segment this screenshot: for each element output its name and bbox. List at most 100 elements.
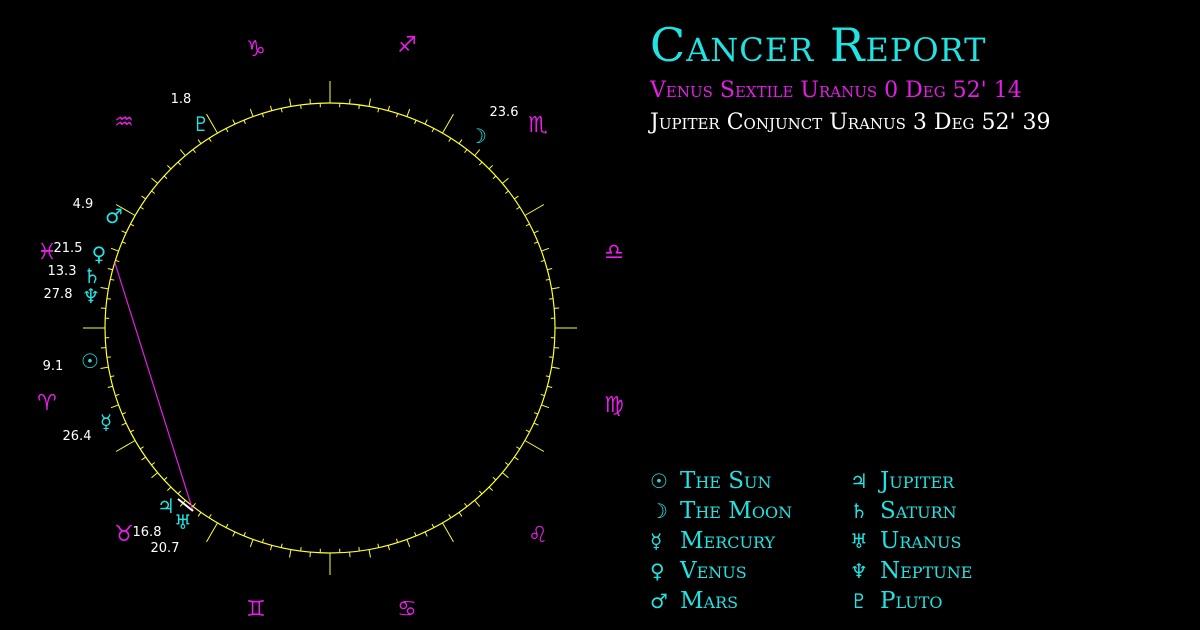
degree-tick-minor bbox=[208, 137, 212, 142]
degree-tick-minor bbox=[115, 393, 120, 397]
neptune-icon: ♆ bbox=[850, 559, 868, 583]
degree-tick bbox=[121, 230, 127, 234]
degree-tick-minor bbox=[261, 538, 265, 543]
degree-tick-minor bbox=[431, 523, 435, 528]
mercury-icon: ☿ bbox=[100, 410, 112, 434]
uranus-icon: ♅ bbox=[174, 510, 192, 534]
uranus-icon: ♅ bbox=[850, 529, 868, 553]
degree-tick bbox=[110, 247, 119, 252]
degree-tick bbox=[474, 149, 481, 156]
legend-label: Neptune bbox=[880, 558, 973, 584]
sun-icon: ☉ bbox=[650, 469, 668, 493]
degree-tick bbox=[115, 204, 136, 216]
degree-tick-minor bbox=[110, 278, 115, 281]
aspect-venus-uranus: Venus Sextile Uranus 0 Deg 52' 14 bbox=[650, 78, 1022, 103]
legend-item: ♇ Pluto bbox=[850, 586, 972, 616]
degree-tick-minor bbox=[448, 514, 452, 519]
degree-tick-minor bbox=[545, 278, 550, 281]
degree-tick bbox=[458, 512, 463, 517]
degree-tick-minor bbox=[414, 531, 417, 537]
taurus-icon: ♉ bbox=[114, 522, 134, 547]
degree-tick-minor bbox=[533, 241, 539, 244]
degree-tick-minor bbox=[208, 514, 212, 519]
legend-item: ♀Venus bbox=[650, 556, 792, 586]
degree-tick bbox=[541, 247, 550, 252]
degree-tick-minor bbox=[516, 206, 521, 210]
legend-label: Pluto bbox=[880, 588, 943, 614]
degree-tick bbox=[232, 531, 236, 537]
pisces-icon: ♓ bbox=[37, 240, 57, 265]
degree-tick-minor bbox=[163, 175, 168, 180]
degree-tick bbox=[368, 98, 371, 107]
degree-tick-minor bbox=[505, 190, 509, 194]
moon-degree: 23.6 bbox=[490, 105, 519, 120]
moon-icon: ☽ bbox=[650, 499, 668, 523]
degree-tick bbox=[249, 539, 254, 548]
degree-tick bbox=[551, 366, 560, 369]
degree-tick bbox=[387, 105, 391, 111]
degree-tick-minor bbox=[464, 503, 468, 507]
uranus-degree: 20.7 bbox=[151, 541, 180, 556]
degree-tick-minor bbox=[106, 298, 111, 300]
sun-degree: 9.1 bbox=[43, 359, 64, 374]
libra-icon: ♎ bbox=[604, 240, 624, 265]
venus-icon: ♀ bbox=[92, 242, 107, 266]
degree-tick bbox=[289, 549, 292, 558]
degree-tick-minor bbox=[395, 113, 399, 118]
legend-item: ♃Jupiter bbox=[850, 466, 972, 496]
degree-tick-minor bbox=[414, 119, 417, 125]
degree-tick-minor bbox=[540, 259, 545, 263]
degree-tick bbox=[458, 139, 463, 144]
degree-tick-minor bbox=[377, 543, 380, 548]
degree-tick bbox=[197, 139, 202, 144]
degree-tick bbox=[151, 177, 158, 184]
degree-tick-minor bbox=[177, 490, 182, 495]
legend-item: ☿Mercury bbox=[650, 526, 792, 556]
degree-tick bbox=[107, 385, 113, 389]
degree-tick-minor bbox=[431, 128, 435, 133]
degree-tick-minor bbox=[300, 104, 302, 109]
degree-tick bbox=[524, 440, 545, 452]
moon-icon: ☽ bbox=[469, 124, 487, 148]
degree-tick bbox=[541, 404, 550, 409]
degree-tick bbox=[100, 287, 109, 290]
degree-tick bbox=[424, 531, 428, 537]
legend-item: ☉The Sun bbox=[650, 466, 792, 496]
saturn-degree: 13.3 bbox=[48, 264, 77, 279]
degree-tick-minor bbox=[243, 119, 246, 125]
jupiter-icon: ♃ bbox=[157, 494, 175, 518]
degree-tick bbox=[100, 366, 109, 369]
aspect-jupiter-uranus: Jupiter Conjunct Uranus 3 Deg 52' 39 bbox=[650, 110, 1051, 135]
degree-tick-minor bbox=[395, 538, 399, 543]
degree-tick-minor bbox=[115, 259, 120, 263]
degree-tick bbox=[107, 267, 113, 271]
zodiac-ring bbox=[104, 102, 556, 554]
page-title: Cancer Report bbox=[650, 18, 987, 72]
degree-tick bbox=[289, 98, 292, 107]
degree-tick-minor bbox=[243, 531, 246, 537]
venus-icon: ♀ bbox=[650, 559, 665, 583]
legend-item: ♄Saturn bbox=[850, 496, 972, 526]
aries-icon: ♈ bbox=[37, 391, 57, 416]
pluto-degree: 1.8 bbox=[171, 92, 192, 107]
degree-tick bbox=[502, 177, 509, 184]
degree-tick-minor bbox=[525, 223, 530, 227]
pluto-icon: ♇ bbox=[850, 589, 868, 613]
aspect-line bbox=[114, 262, 194, 512]
degree-tick bbox=[167, 486, 172, 491]
degree-tick bbox=[141, 195, 146, 200]
degree-tick-minor bbox=[121, 412, 127, 415]
degree-tick bbox=[206, 113, 218, 134]
degree-tick bbox=[488, 165, 493, 170]
degree-tick-minor bbox=[225, 523, 229, 528]
legend-label: Uranus bbox=[880, 528, 962, 554]
degree-tick-minor bbox=[280, 108, 283, 113]
sun-icon: ☉ bbox=[81, 349, 99, 373]
degree-tick bbox=[474, 500, 481, 507]
degree-tick-minor bbox=[130, 429, 135, 433]
legend-label: Mars bbox=[680, 588, 739, 614]
degree-tick-minor bbox=[151, 190, 155, 194]
degree-tick-minor bbox=[280, 543, 283, 548]
degree-tick bbox=[551, 287, 560, 290]
degree-tick bbox=[387, 545, 391, 551]
